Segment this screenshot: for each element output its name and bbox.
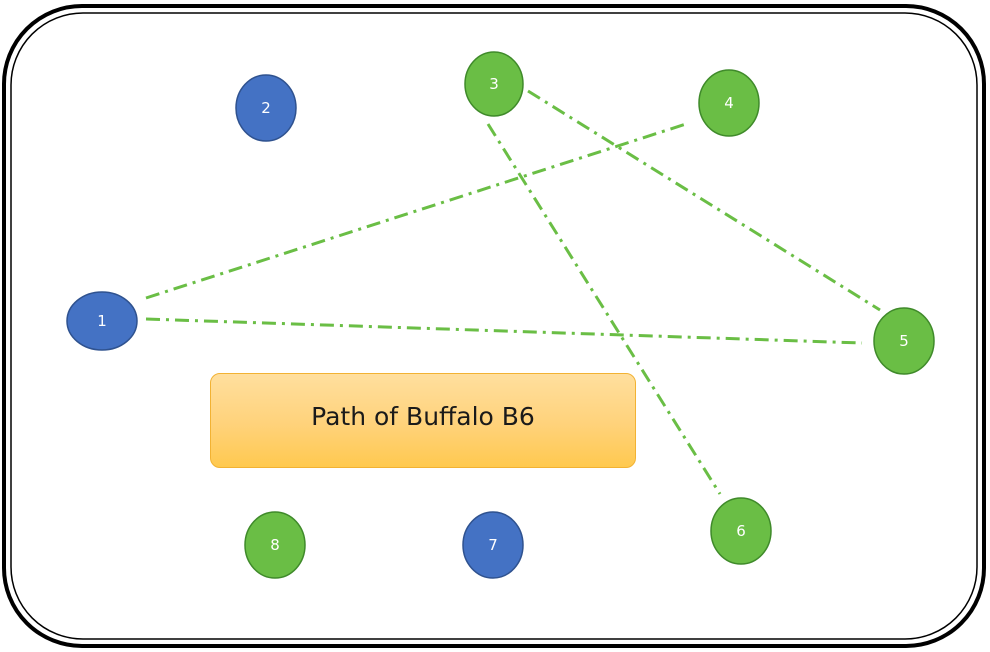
node-5-label: 5	[899, 332, 909, 350]
frame-inner	[10, 12, 978, 640]
node-8-circle	[244, 511, 306, 579]
node-8-label: 8	[270, 536, 280, 554]
node-4: 4	[698, 69, 760, 137]
node-1-label: 1	[97, 312, 107, 330]
node-8: 8	[244, 511, 306, 579]
node-2-label: 2	[261, 99, 271, 117]
node-6: 6	[710, 497, 772, 565]
node-7-circle	[462, 511, 524, 579]
node-6-circle	[710, 497, 772, 565]
node-6-label: 6	[736, 522, 746, 540]
node-3-label: 3	[489, 75, 499, 93]
nodes-layer: 1 2 3 4 5 6 7 8	[66, 51, 935, 579]
node-5-circle	[873, 307, 935, 375]
edge-1-4	[145, 122, 687, 300]
node-1: 1	[66, 291, 138, 351]
node-7-label: 7	[488, 536, 498, 554]
title-box: Path of Buffalo B6	[210, 373, 636, 468]
node-7: 7	[462, 511, 524, 579]
edge-1-5	[145, 317, 863, 345]
node-3: 3	[464, 51, 524, 117]
edges-layer	[145, 89, 881, 495]
node-4-label: 4	[724, 94, 734, 112]
node-1-circle	[66, 291, 138, 351]
node-3-circle	[464, 51, 524, 117]
diagram-title: Path of Buffalo B6	[311, 402, 535, 431]
node-4-circle	[698, 69, 760, 137]
edge-3-5	[527, 89, 881, 312]
node-5: 5	[873, 307, 935, 375]
frame-outer	[2, 4, 986, 648]
node-2-circle	[235, 74, 297, 142]
node-2: 2	[235, 74, 297, 142]
